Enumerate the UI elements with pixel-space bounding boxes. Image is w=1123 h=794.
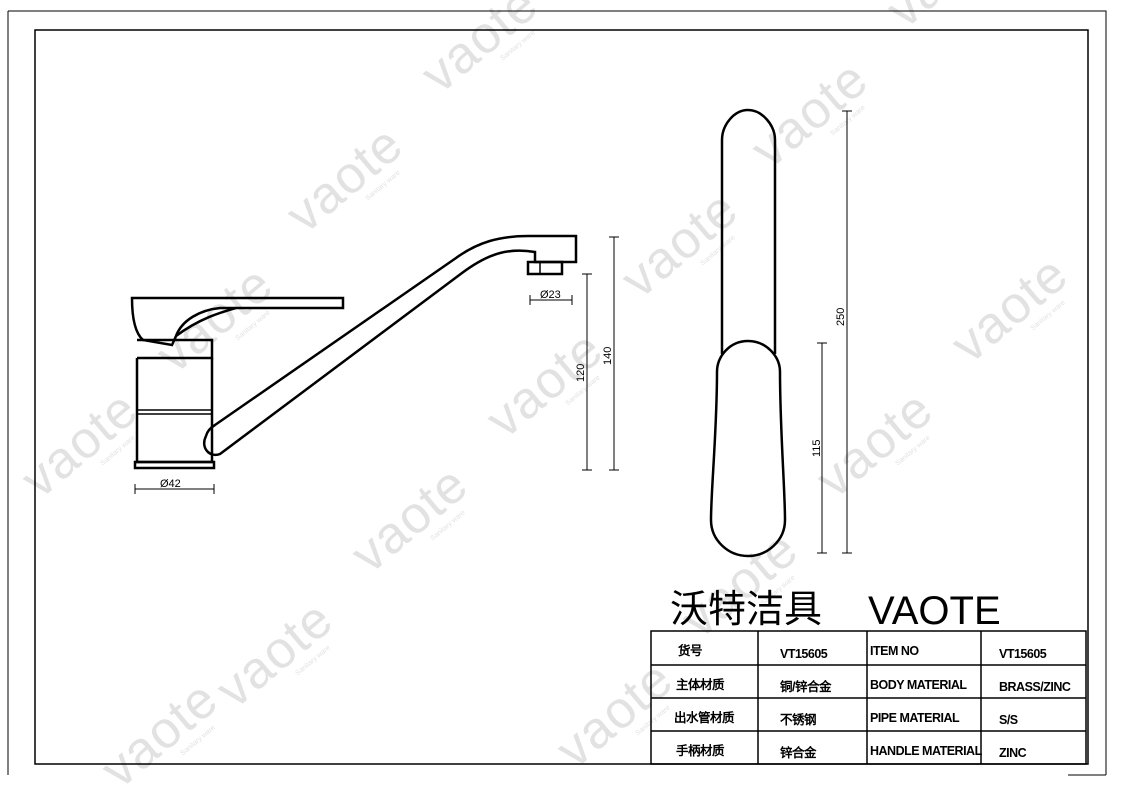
- cell-value-cn: 不锈钢: [780, 712, 816, 727]
- brand-name-english: VAOTE: [868, 589, 1001, 633]
- dim-outlet-diameter: Ø23: [540, 289, 561, 301]
- lever-detail: [175, 306, 237, 338]
- dim-spout-height: 120: [575, 364, 587, 382]
- title-block: 沃特洁具 VAOTE 货号 VT15605 ITEM NO VT15605 主体…: [650, 587, 1087, 765]
- watermark-brand: vaote: [875, 0, 1014, 39]
- base-flange: [133, 460, 216, 470]
- outer-border-top-right: [8, 10, 1107, 775]
- dim-total-height: 140: [602, 347, 614, 365]
- spec-row-body-material: 主体材质 铜/锌合金 BODY MATERIAL BRASS/ZINC: [676, 677, 1071, 694]
- spec-row-item: 货号 VT15605 ITEM NO VT15605: [678, 643, 1047, 661]
- handle-top-part: [720, 108, 777, 354]
- handle-dimensions: 250 115: [811, 110, 852, 554]
- cell-label-cn: 货号: [678, 643, 702, 658]
- cell-value-en: ZINC: [999, 746, 1027, 760]
- body-upper: [137, 338, 214, 360]
- spec-row-handle-material: 手柄材质 锌合金 HANDLE MATERIAL ZINC: [676, 743, 1027, 760]
- side-view-dimensions: Ø42 Ø23 120 140: [134, 236, 619, 494]
- cell-value-cn: 铜/锌合金: [780, 679, 832, 694]
- watermark-brand: vaote: [410, 0, 549, 104]
- spout-pipe: [203, 234, 578, 457]
- inner-border: [34, 29, 1089, 765]
- cell-value-cn: VT15605: [780, 647, 828, 661]
- spec-row-pipe-material: 出水管材质 不锈钢 PIPE MATERIAL S/S: [674, 710, 1018, 727]
- brand-name-chinese: 沃特洁具: [670, 587, 822, 631]
- aerator: [526, 260, 564, 276]
- cell-value-cn: 锌合金: [780, 745, 817, 760]
- cell-value-en: BRASS/ZINC: [999, 680, 1071, 694]
- cell-value-en: S/S: [999, 713, 1018, 727]
- cell-label-en: BODY MATERIAL: [870, 678, 967, 692]
- cell-label-en: ITEM NO: [870, 644, 919, 658]
- cell-label-en: HANDLE MATERIAL: [870, 744, 983, 758]
- cell-label-cn: 主体材质: [676, 677, 725, 692]
- cell-value-en: VT15605: [999, 647, 1047, 661]
- handle-front-view: [709, 108, 787, 558]
- dim-base-diameter: Ø42: [160, 478, 181, 490]
- faucet-side-view: [130, 234, 578, 470]
- cell-label-cn: 出水管材质: [674, 710, 735, 725]
- dim-handle-length: 250: [835, 308, 847, 326]
- cell-label-en: PIPE MATERIAL: [870, 711, 960, 725]
- dim-handle-grip: 115: [811, 439, 823, 457]
- cell-label-cn: 手柄材质: [676, 743, 725, 758]
- handle-grip: [709, 339, 787, 558]
- sheet-border: [7, 10, 1107, 776]
